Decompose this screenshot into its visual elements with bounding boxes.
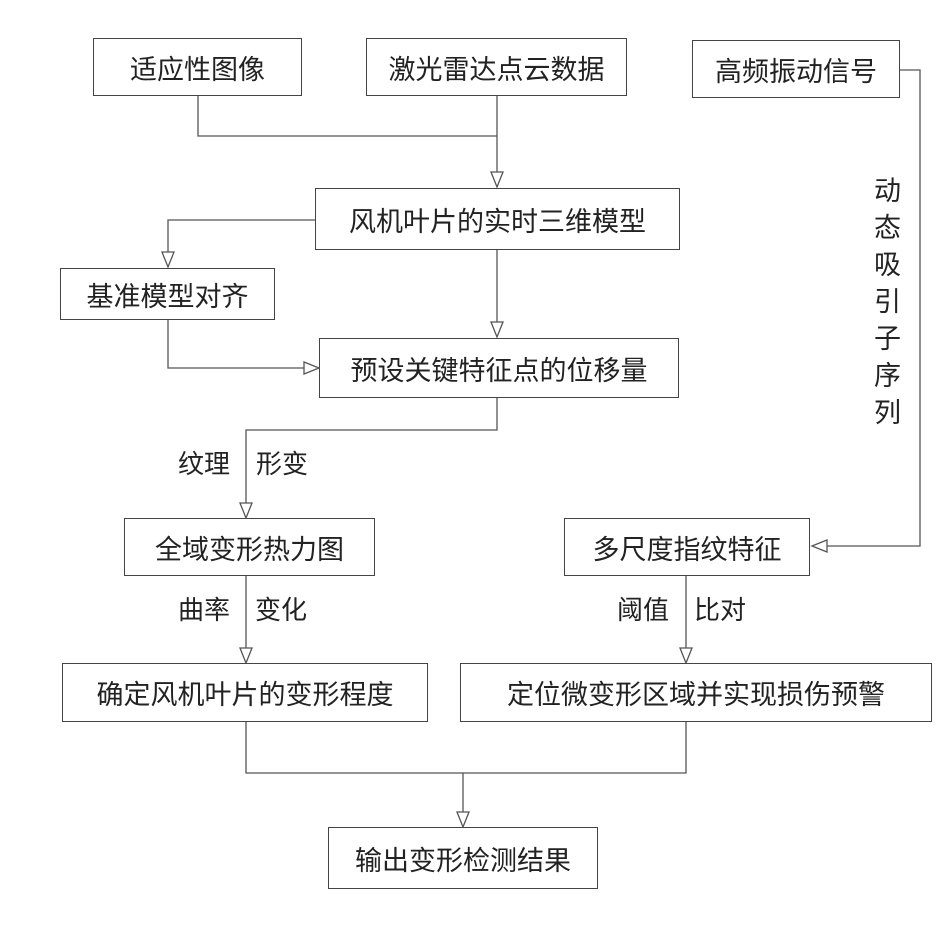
connector-image-to-model xyxy=(198,96,497,136)
arrowhead-into-displacement-top xyxy=(491,322,503,337)
arrowhead-into-heatmap xyxy=(240,503,252,518)
adaptive-image-box: 适应性图像 xyxy=(93,38,302,96)
edge-label-threshold: 阈值 xyxy=(617,598,669,624)
keypoint-displacement-box: 预设关键特征点的位移量 xyxy=(319,338,679,398)
arrowhead-into-displacement-left xyxy=(304,362,319,374)
multiscale-fingerprint-box: 多尺度指纹特征 xyxy=(564,518,810,576)
connector-degree-to-output xyxy=(246,722,463,773)
connector-model-to-alignment xyxy=(168,220,315,252)
arrowhead-into-degree xyxy=(240,648,252,663)
edge-label-curvature: 曲率 xyxy=(178,598,230,624)
connector-warning-to-output xyxy=(463,722,686,812)
edge-label-texture: 纹理 xyxy=(178,452,230,478)
global-deformation-heatmap-box: 全域变形热力图 xyxy=(124,518,375,576)
arrowhead-into-fingerprint xyxy=(812,540,827,552)
realtime-3d-model-box: 风机叶片的实时三维模型 xyxy=(315,188,680,250)
hf-vibration-signal-box: 高频振动信号 xyxy=(692,40,900,98)
lidar-point-cloud-box: 激光雷达点云数据 xyxy=(366,38,627,96)
arrowhead-into-output xyxy=(457,812,469,827)
connector-alignment-to-displacement xyxy=(168,320,304,368)
arrowhead-into-model xyxy=(491,172,503,187)
arrowhead-into-warning xyxy=(680,648,692,663)
edge-label-dynamic-attractor-sequence: 动态吸引子序列 xyxy=(871,176,898,435)
edge-label-change: 变化 xyxy=(255,598,307,624)
edge-label-compare: 比对 xyxy=(694,598,746,624)
micro-deformation-warning-box: 定位微变形区域并实现损伤预警 xyxy=(460,663,932,722)
reference-model-alignment-box: 基准模型对齐 xyxy=(60,268,275,320)
output-result-box: 输出变形检测结果 xyxy=(328,827,598,889)
arrowhead-into-alignment xyxy=(162,252,174,267)
deformation-degree-box: 确定风机叶片的变形程度 xyxy=(62,663,428,722)
edge-label-deformation: 形变 xyxy=(256,452,308,478)
